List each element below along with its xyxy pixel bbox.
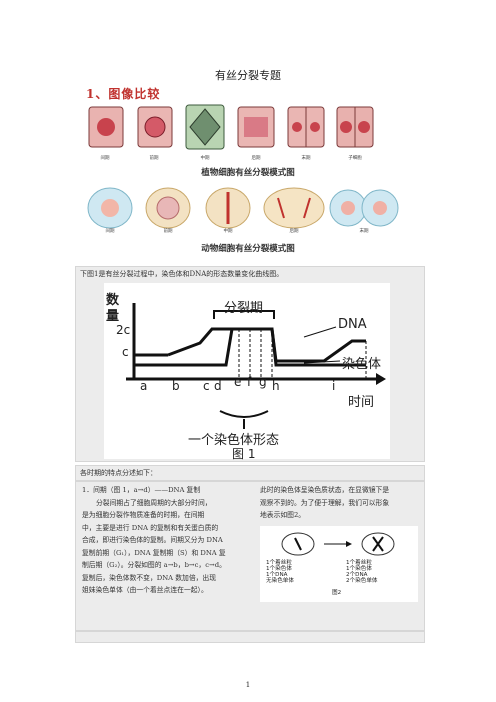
- left-column: 1．间期（图 1，a→d）——DNA 复制 分裂间期占了细胞周期的大部分时间， …: [82, 484, 254, 597]
- plant-caption: 植物细胞有丝分裂模式图: [201, 168, 295, 178]
- animal-cell-telophase: [329, 189, 399, 227]
- left-line-2: 分裂间期占了细胞周期的大部分时间，: [96, 498, 212, 507]
- fig2-right-line-2: 1个染色体: [346, 566, 372, 572]
- figure1-chart: 数 量 2c c 分裂期 DNA 染色体 时间 a b c d e f g h …: [104, 283, 390, 461]
- left-line-3: 是为细胞分裂作物质准备的时期，在间期: [82, 511, 205, 519]
- animal-cell-diagram: [86, 184, 426, 236]
- figure1-intro: 下图1是有丝分裂过程中，染色体和DNA的形态数量变化曲线图。: [80, 270, 284, 278]
- plant-label-2: 前期: [149, 156, 159, 161]
- plant-cell-prophase: [137, 106, 173, 148]
- animal-cell-anaphase: [263, 187, 325, 229]
- animal-caption: 动物细胞有丝分裂模式图: [201, 244, 295, 254]
- x-axis-label: 时间: [348, 395, 375, 410]
- animal-cell-metaphase: [205, 187, 251, 229]
- x-tick-b: b: [172, 379, 180, 393]
- animal-label-4: 后期: [289, 229, 299, 234]
- right-line-3: 地表示如图2。: [260, 511, 306, 519]
- animal-label-5: 末期: [359, 229, 369, 234]
- dna-label: DNA: [338, 317, 367, 332]
- x-tick-c: c: [203, 379, 210, 393]
- empty-row: [75, 631, 425, 643]
- left-line-6: 复制前期（G₁），DNA 复制期（S）和 DNA 复: [82, 548, 226, 557]
- plant-cell-metaphase: [185, 104, 225, 150]
- page-title: 有丝分裂专题: [215, 69, 281, 82]
- x-tick-h: h: [272, 379, 280, 393]
- animal-cell-prophase: [145, 187, 191, 229]
- left-line-7: 制后期（G₂）。分裂如图的 a→b，b→c，c→d。: [82, 561, 226, 569]
- x-tick-i: i: [332, 379, 336, 393]
- fig2-left-line-1: 1个着丝粒: [266, 560, 292, 566]
- page-number: 1: [245, 681, 251, 689]
- fig2-left-line-2: 1个染色体: [266, 566, 292, 572]
- left-line-9: 姐妹染色单体（由一个着丝点连在一起）。: [82, 586, 208, 594]
- left-line-8: 复制后，染色体数不变，DNA 数加倍，出现: [82, 573, 217, 582]
- y-tick-c: c: [122, 345, 129, 359]
- animal-cells-svg: [87, 187, 399, 229]
- x-tick-g: g: [259, 375, 267, 389]
- fig2-right-line-1: 1个着丝粒: [346, 560, 372, 566]
- plant-label-6: 子细胞: [348, 156, 362, 161]
- division-bracket-label: 分裂期: [224, 301, 264, 316]
- plant-cell-anaphase: [237, 106, 275, 148]
- left-line-4: 中，主要是进行 DNA 的复制和有关蛋白质的: [82, 523, 219, 532]
- interphase-heading: 1．间期（图 1，a→d）——DNA 复制: [82, 486, 201, 494]
- figure1-box: 下图1是有丝分裂过程中，染色体和DNA的形态数量变化曲线图。 数 量 2c c …: [75, 266, 425, 462]
- plant-cell-daughter: [336, 106, 374, 148]
- animal-label-3: 中期: [223, 229, 233, 234]
- features-box: 各时期的特点分述如下：: [75, 465, 425, 481]
- figure2-svg: [281, 532, 395, 556]
- fig2-left-line-4: 无染色单体: [266, 578, 294, 584]
- animal-label-1: 间期: [105, 229, 115, 234]
- x-tick-e: e: [234, 375, 242, 389]
- plant-label-4: 后期: [251, 156, 261, 161]
- plant-cells-svg: [88, 104, 374, 150]
- plant-label-3: 中期: [200, 156, 210, 161]
- fig2-right-line-4: 2个染色单体: [346, 578, 378, 584]
- y-tick-2c: 2c: [116, 323, 131, 337]
- y-label-2: 量: [106, 309, 120, 324]
- left-line-5: 合成，即进行染色体的复制。间期又分为 DNA: [82, 536, 223, 544]
- animal-cell-interphase: [87, 187, 133, 229]
- x-tick-d: d: [214, 379, 222, 393]
- animal-label-2: 前期: [163, 229, 173, 234]
- chromosome-curve: [134, 327, 366, 367]
- figure2-caption: 图2: [332, 590, 342, 596]
- y-label-1: 数: [106, 293, 120, 308]
- features-heading: 各时期的特点分述如下：: [80, 469, 157, 477]
- interphase-box: 1．间期（图 1，a→d）——DNA 复制 分裂间期占了细胞周期的大部分时间， …: [75, 481, 425, 631]
- section-heading: 1、图像比较: [86, 87, 161, 101]
- right-line-1: 此时的染色体呈染色质状态，在显微镜下是: [260, 486, 390, 494]
- x-tick-a: a: [140, 379, 148, 393]
- plant-cell-telophase: [287, 106, 325, 148]
- figure1-svg: [126, 303, 386, 429]
- chromosome-form-label: 一个染色体形态: [188, 433, 280, 448]
- right-line-2: 观察不到的。为了便于理解，我们可以形象: [260, 498, 390, 507]
- plant-label-1: 间期: [100, 156, 110, 161]
- plant-label-5: 末期: [301, 156, 311, 161]
- fig2-right-line-3: 2个DNA: [346, 572, 368, 578]
- chromosome-label: 染色体: [342, 357, 382, 372]
- figure2: 1个着丝粒 1个染色体 1个DNA 无染色单体 1个着丝粒 1个染色体 2个DN…: [260, 526, 418, 602]
- fig2-left-line-3: 1个DNA: [266, 572, 288, 578]
- x-tick-f: f: [247, 375, 252, 389]
- plant-cell-interphase: [88, 106, 124, 148]
- figure1-caption: 图 1: [232, 447, 256, 461]
- right-column: 此时的染色体呈染色质状态，在显微镜下是 观察不到的。为了便于理解，我们可以形象 …: [260, 484, 422, 522]
- plant-cell-diagram: [86, 101, 376, 161]
